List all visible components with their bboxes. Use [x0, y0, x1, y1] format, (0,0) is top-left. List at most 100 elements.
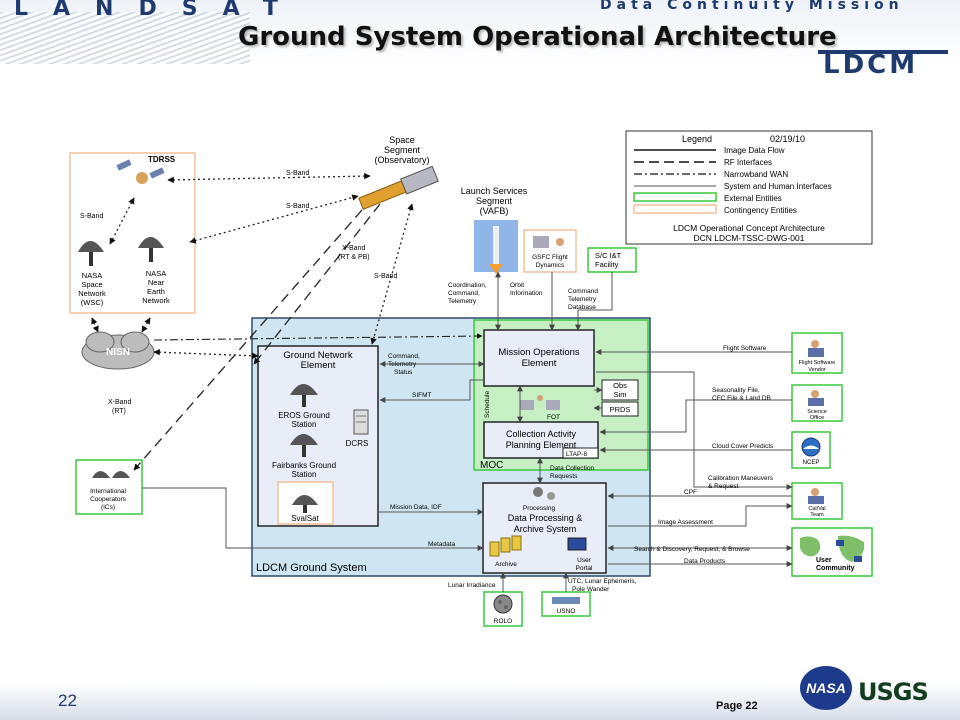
link-label-image-assessment: Image Assessment	[658, 519, 713, 526]
launch-title-3: (VAFB)	[480, 206, 509, 216]
obs-sim-label-1: Obs	[613, 381, 627, 390]
space-segment-title-2: Segment	[384, 145, 421, 155]
archive-label: Archive	[495, 561, 517, 568]
link-nen-observatory	[189, 194, 359, 244]
prds-box	[601, 401, 639, 417]
link-label-cmdtlm-3: Database	[568, 304, 596, 311]
wsc-label-3: Network	[78, 289, 106, 298]
link-nisn-gne	[153, 348, 259, 360]
link-label-cloud-cover: Cloud Cover Predicts	[712, 443, 774, 450]
user-portal-icon	[567, 537, 587, 551]
ldcm-logo-bar	[818, 50, 948, 54]
link-nisn-moe	[153, 333, 483, 341]
science-person-icon	[808, 390, 824, 406]
nen-antenna-icon	[138, 237, 164, 262]
dcrs-server-icon	[353, 409, 369, 435]
nen-label-2: Near	[148, 278, 165, 287]
link-label-orbit-2: Information	[510, 290, 543, 297]
fairbanks-antenna-icon	[290, 434, 318, 457]
fairbanks-label-2: Station	[292, 470, 317, 479]
legend-caption-2: DCN LDCM-TSSC-DWG-001	[694, 233, 805, 243]
ics-label-3: (ICs)	[101, 504, 115, 511]
legend-item-contingency: Contingency Entities	[724, 206, 797, 215]
ground-system-label: LDCM Ground System	[256, 562, 367, 574]
usno-label: USNO	[557, 608, 576, 615]
link-schedule-connector	[469, 379, 484, 400]
space-segment-title-1: Space	[389, 135, 415, 145]
link-ics-dpas	[142, 487, 484, 551]
link-label-flight-software: Flight Software	[723, 345, 767, 352]
link-label-coordination-1: Coordination,	[448, 282, 487, 289]
archive-cylinders-icon	[489, 535, 522, 557]
schedule-label: Schedule	[484, 391, 491, 418]
link-label-xband-rt-2: (RT)	[112, 408, 126, 415]
user-portal-label-2: Portal	[576, 565, 594, 572]
eros-antenna-icon	[290, 384, 318, 407]
mission-name: Data Continuity Mission	[600, 0, 904, 13]
link-label-metadata: Metadata	[428, 541, 455, 548]
usno-building-icon	[552, 597, 580, 604]
svalsat-label: SvalSat	[291, 514, 319, 523]
page-label: Page 22	[716, 700, 758, 712]
legend-item-image-data: Image Data Flow	[724, 146, 785, 155]
link-sciandt-moe	[575, 272, 613, 331]
svalsat-antenna-icon	[292, 495, 318, 513]
calval-person-icon	[808, 488, 824, 504]
link-label-cmdtlm-2: Telemetry	[568, 296, 597, 303]
wsc-antenna-icon	[78, 241, 104, 266]
legend-title: Legend	[682, 134, 712, 144]
ics-label-2: Cooperators	[90, 496, 127, 503]
link-label-seasonality-2: CFC File & Land DB	[712, 395, 771, 402]
ics-antenna-icon	[92, 471, 130, 478]
link-label-xband-rtpb-1: X-Band	[342, 245, 365, 252]
link-label-seasonality-1: Seasonality File,	[712, 387, 760, 394]
sc-iandt-label-2: Facility	[595, 260, 619, 269]
link-science-capE	[599, 399, 792, 435]
link-dpas-calval-assessment	[608, 503, 793, 527]
tdrss-label: TDRSS	[148, 155, 176, 164]
capE-title-2: Planning Element	[506, 440, 577, 450]
ltap-label: LTAP-8	[566, 451, 587, 458]
nen-label-1: NASA	[146, 269, 166, 278]
link-label-sifmt: SIFMT	[412, 392, 432, 399]
dpas-processing-label: Processing	[523, 505, 556, 512]
capE-title-1: Collection Activity	[506, 429, 577, 439]
user-community-label-2: Community	[816, 565, 855, 572]
noaa-seal-icon	[801, 437, 821, 457]
gsfc-flight-dynamics-box	[523, 229, 577, 273]
rocket-launch-icon	[474, 220, 518, 274]
legend-swatch-external	[633, 192, 717, 202]
legend-item-system: System and Human Interfaces	[724, 182, 832, 191]
link-label-calibration-2: & Request	[708, 483, 739, 490]
fsv-person-icon	[808, 340, 824, 357]
science-label-1: Science	[807, 409, 827, 415]
nen-label-3: Earth	[147, 287, 165, 296]
user-portal-label-1: User	[577, 557, 592, 564]
link-label-s-band-2: S-Band	[286, 203, 309, 210]
wsc-label-2: Space	[81, 280, 102, 289]
link-label-s-band-top: S-Band	[286, 170, 309, 177]
wsc-label-1: NASA	[82, 271, 102, 280]
mission-operations-element-box	[483, 329, 595, 387]
link-label-cmdstatus-1: Command,	[388, 353, 420, 360]
obs-sim-label-2: Sim	[614, 390, 627, 399]
rolo-label: ROLO	[494, 618, 512, 625]
link-label-orbit-1: Orbit	[510, 282, 524, 289]
link-label-cmdstatus-3: Status	[394, 369, 413, 376]
fairbanks-label-1: Fairbanks Ground	[272, 461, 336, 470]
launch-title-2: Segment	[476, 196, 513, 206]
fot-label: FOT	[547, 414, 560, 421]
science-label-2: Office	[810, 415, 824, 421]
eros-label-1: EROS Ground	[278, 411, 330, 420]
user-community-label-1: User	[816, 557, 832, 564]
legend-item-rf: RF Interfaces	[724, 158, 772, 167]
link-label-cmdtlm-1: Command	[568, 288, 598, 295]
link-label-utc-1: UTC, Lunar Ephemeris,	[568, 578, 636, 585]
link-label-data-products: Data Products	[684, 558, 726, 565]
dpas-box	[482, 482, 607, 574]
legend-date: 02/19/10	[770, 134, 805, 144]
moe-title-2: Element	[522, 358, 557, 369]
link-label-utc-2: Pole Wander	[572, 586, 610, 593]
link-wsc-nisn	[91, 317, 99, 333]
